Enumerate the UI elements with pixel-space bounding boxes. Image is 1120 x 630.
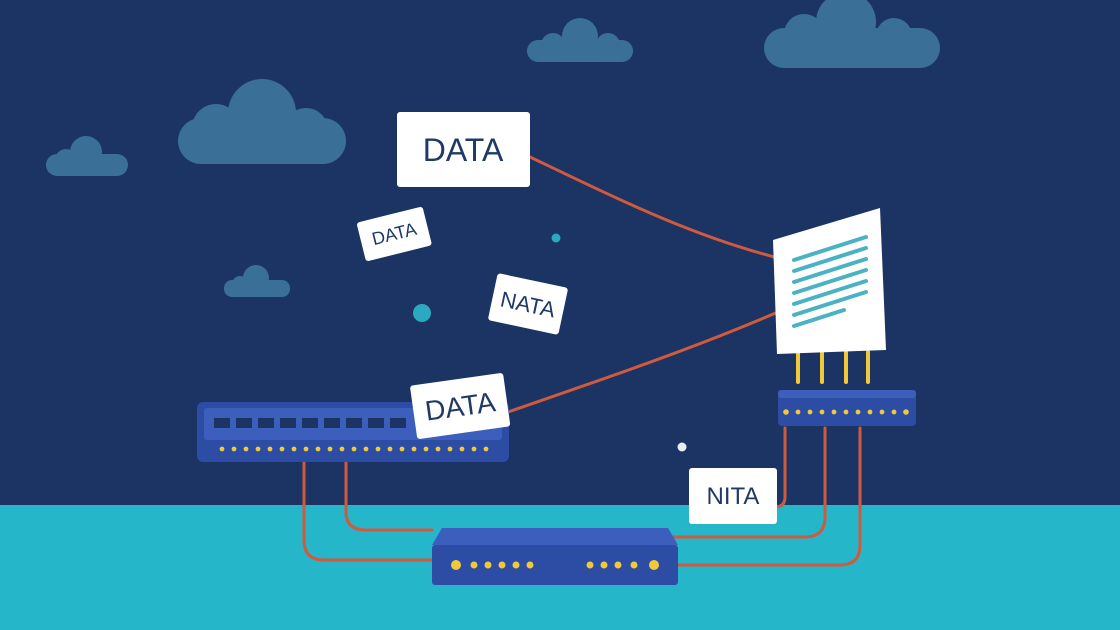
- cable: [344, 460, 434, 532]
- document-lines: [792, 235, 868, 328]
- nita-card: NITA: [689, 468, 777, 524]
- cable-group: [302, 155, 862, 567]
- cable: [302, 460, 434, 562]
- document-server: [773, 208, 886, 384]
- sky-background: [0, 0, 1120, 505]
- network-hub: [778, 390, 916, 426]
- cable: [506, 310, 780, 414]
- switch-ports: [214, 418, 406, 428]
- cable: [668, 426, 862, 567]
- router: [432, 528, 678, 585]
- data-dot: [551, 233, 561, 243]
- data-card-device: DATA: [410, 373, 511, 439]
- cable: [528, 155, 780, 260]
- cloud-icon: [224, 265, 290, 297]
- cable: [668, 426, 827, 539]
- nata-card: NATA: [488, 273, 568, 335]
- cloud-icon: [527, 18, 633, 62]
- data-dot: [677, 442, 687, 452]
- nita-card-label: NITA: [707, 483, 760, 510]
- switch-leds: [219, 446, 489, 452]
- data-card-small: DATA: [357, 206, 432, 261]
- data-card-large: DATA: [397, 112, 530, 187]
- data-dot: [413, 304, 431, 322]
- cloud-icon: [764, 0, 940, 68]
- cloud-icon: [178, 79, 346, 164]
- data-card-large-label: DATA: [423, 132, 504, 168]
- cloud-icon: [46, 136, 128, 176]
